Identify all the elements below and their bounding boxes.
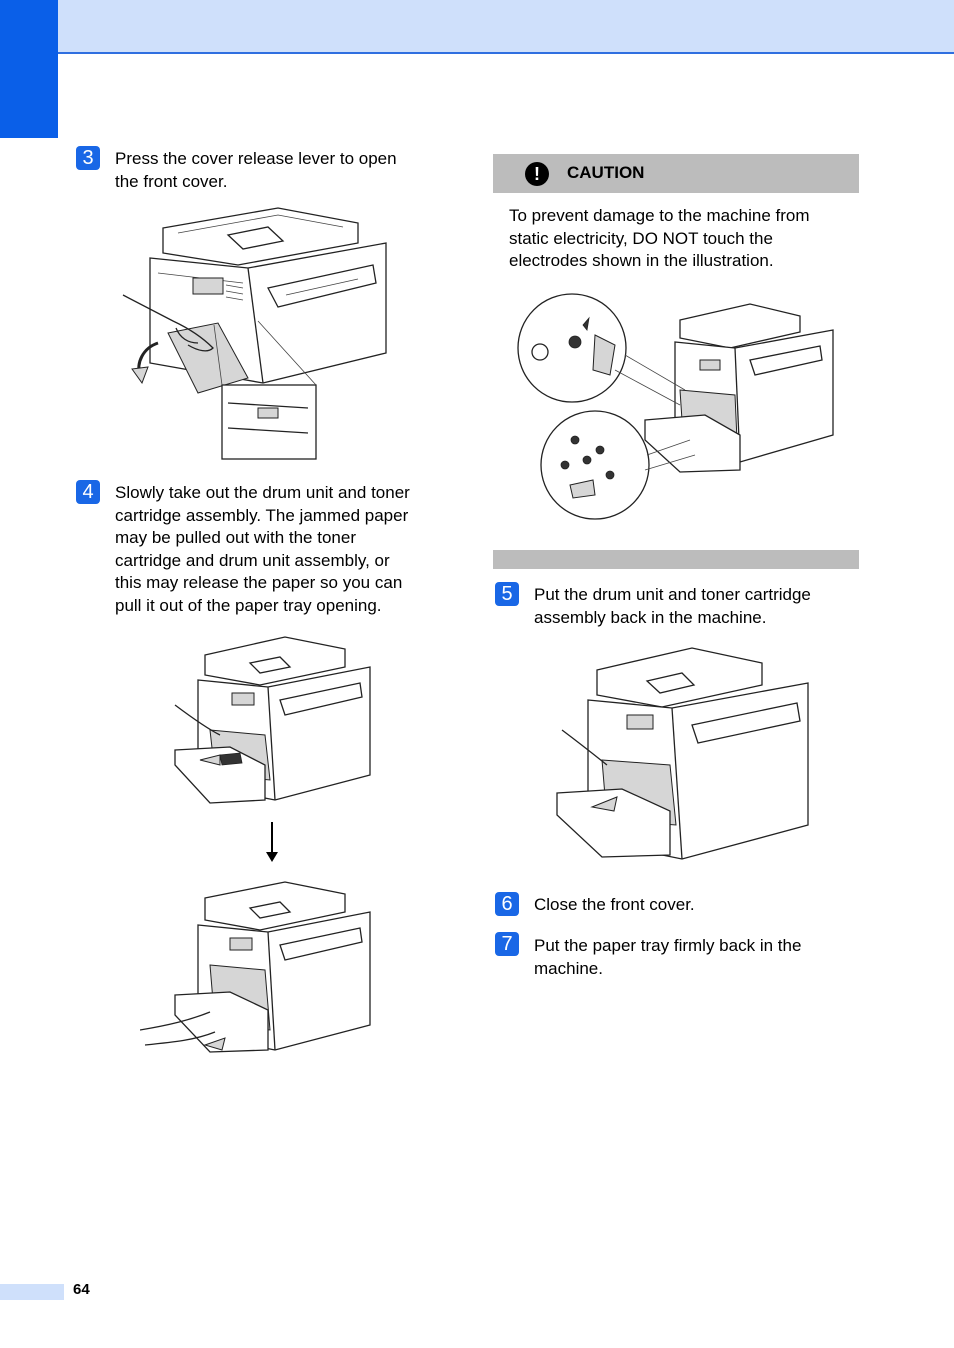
exclamation-icon: ! bbox=[525, 162, 549, 186]
step-5-text: Put the drum unit and toner cartridge as… bbox=[534, 585, 811, 627]
step-7-badge: 7 bbox=[495, 932, 519, 956]
step-6-text: Close the front cover. bbox=[534, 895, 695, 914]
header-band bbox=[0, 0, 954, 54]
pull-drum-out-illustration bbox=[140, 881, 371, 1053]
step-4-badge: 4 bbox=[76, 480, 100, 504]
chapter-tab bbox=[0, 0, 58, 138]
step-3-text: Press the cover release lever to open th… bbox=[115, 149, 397, 191]
electrodes-illustration bbox=[517, 293, 834, 520]
step-3-badge: 3 bbox=[76, 146, 100, 170]
step-6-badge: 6 bbox=[495, 892, 519, 916]
footer-band bbox=[0, 1284, 64, 1300]
down-arrow-icon bbox=[266, 822, 278, 862]
step-4-text: Slowly take out the drum unit and toner … bbox=[115, 483, 410, 615]
step-5-badge: 5 bbox=[495, 582, 519, 606]
page-number: 64 bbox=[73, 1281, 90, 1298]
step-7-text: Put the paper tray firmly back in the ma… bbox=[534, 936, 802, 978]
caution-footer bbox=[493, 550, 859, 569]
caution-body: To prevent damage to the machine from st… bbox=[509, 206, 810, 270]
reinstall-drum-unit-illustration bbox=[556, 647, 809, 860]
open-front-cover-illustration bbox=[122, 207, 387, 460]
remove-drum-unit-illustration bbox=[174, 636, 371, 804]
caution-title: CAUTION bbox=[567, 163, 645, 182]
caution-header: ! CAUTION bbox=[493, 154, 859, 193]
